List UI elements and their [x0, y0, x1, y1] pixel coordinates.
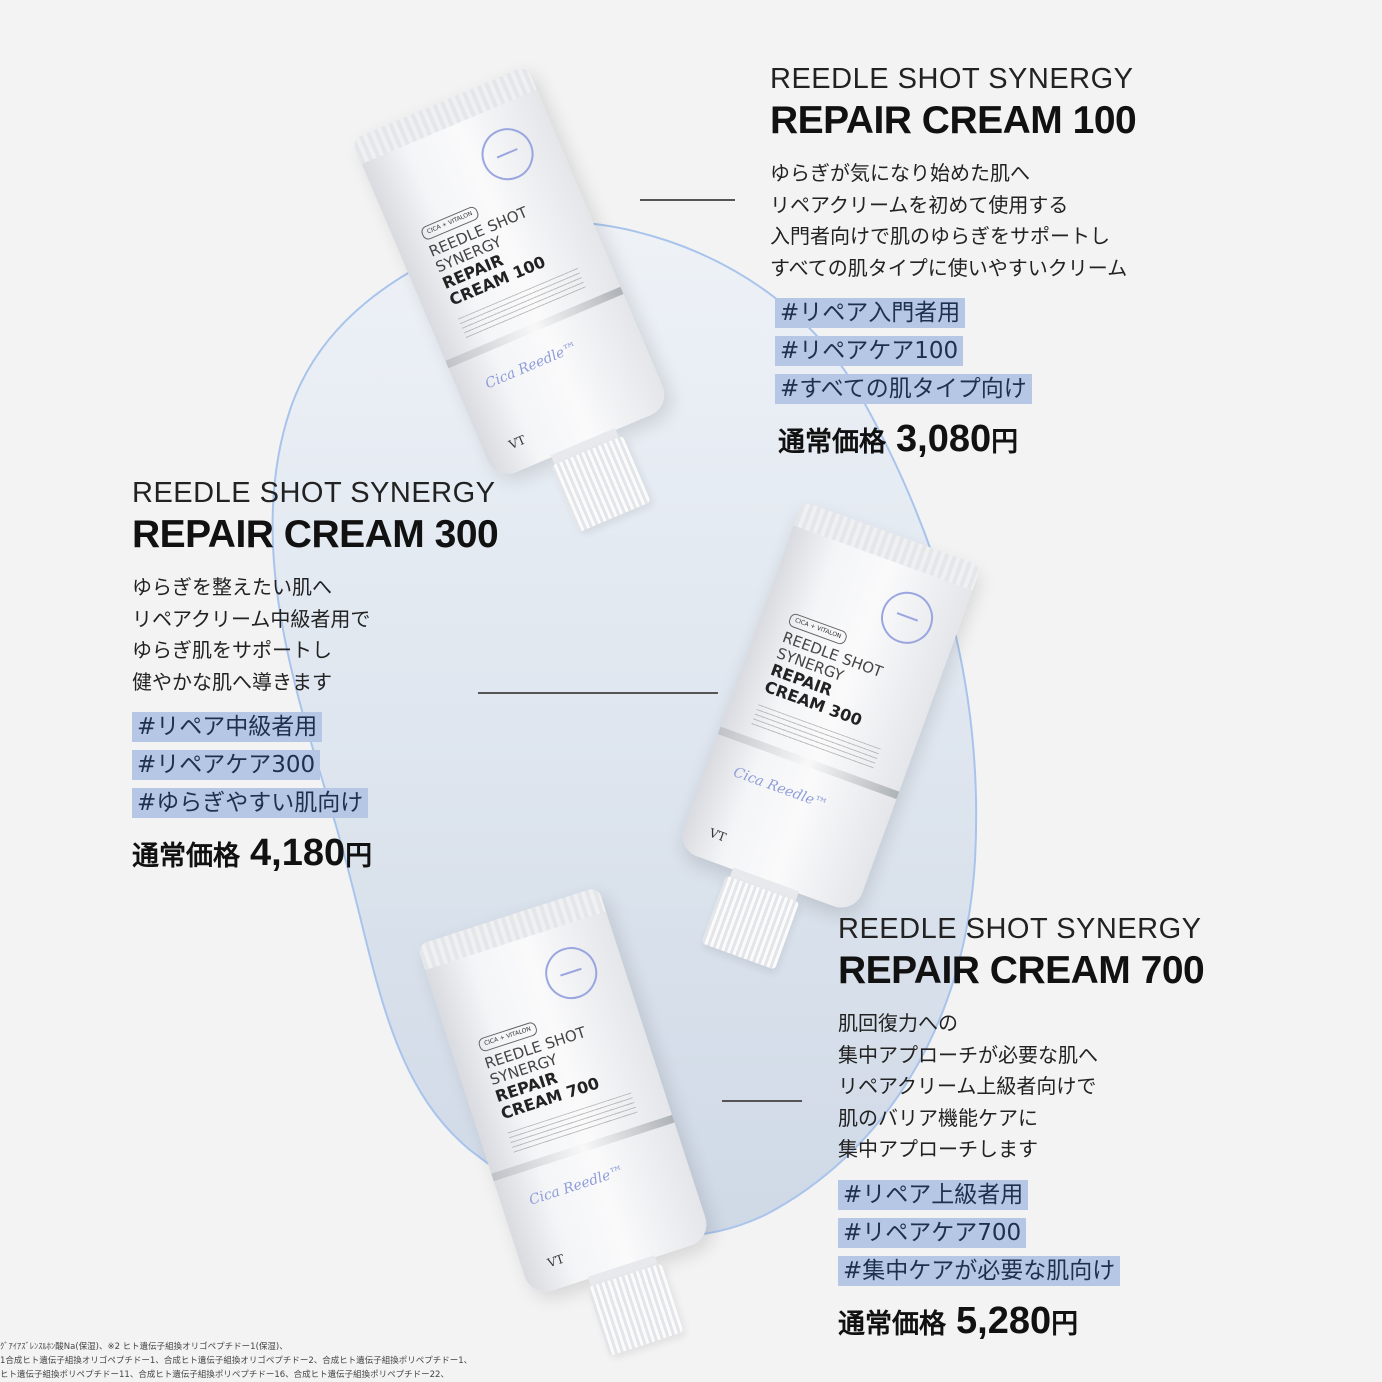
product-block-300: REEDLE SHOT SYNERGY REPAIR CREAM 300 ゆらぎ…	[132, 476, 499, 875]
hashtag: #すべての肌タイプ向け	[775, 374, 1032, 404]
hashtag: #リペア上級者用	[838, 1179, 1029, 1210]
hashtag: #ゆらぎやすい肌向け	[132, 788, 369, 818]
product-subtitle: REEDLE SHOT SYNERGY	[770, 63, 1134, 95]
ingredient-footnote: ｸﾞｱｲｱｽﾞﾚﾝｽﾙﾎﾝ酸Na(保湿)、※2 ヒト遺伝子組換オリゴペプチドー1…	[0, 1342, 473, 1380]
product-tags: #リペア入門者用 #リペアケア100 #すべての肌タイプ向け	[775, 298, 1136, 404]
product-tags: #リペア上級者用 #リペアケア700 #集中ケアが必要な肌向け	[838, 1179, 1204, 1286]
product-description: ゆらぎが気になり始めた肌へ リペアクリームを初めて使用する 入門者向けで肌のゆら…	[770, 161, 1128, 280]
product-name: REPAIR CREAM 300	[132, 513, 499, 556]
product-subtitle: REEDLE SHOT SYNERGY	[838, 913, 1202, 945]
product-name: REPAIR CREAM 100	[770, 99, 1137, 142]
hashtag: #リペア入門者用	[775, 298, 966, 328]
product-description: ゆらぎを整えたい肌へ リペアクリーム中級者用で ゆらぎ肌をサポートし 健やかな肌…	[132, 575, 371, 694]
leader-line-300	[478, 692, 718, 694]
product-description: 肌回復力への 集中アプローチが必要な肌へ リペアクリーム上級者向けで 肌のバリア…	[838, 1011, 1098, 1161]
hashtag: #リペアケア700	[838, 1217, 1027, 1248]
product-block-700: REEDLE SHOT SYNERGY REPAIR CREAM 700 肌回復…	[838, 912, 1205, 1343]
hashtag: #リペアケア300	[132, 750, 321, 780]
hashtag: #リペアケア100	[775, 336, 964, 366]
leader-line-100	[640, 199, 735, 201]
hashtag: #集中ケアが必要な肌向け	[838, 1255, 1121, 1286]
leader-line-700	[722, 1100, 802, 1102]
product-tags: #リペア中級者用 #リペアケア300 #ゆらぎやすい肌向け	[132, 712, 498, 818]
hashtag: #リペア中級者用	[132, 712, 323, 742]
product-block-100: REEDLE SHOT SYNERGY REPAIR CREAM 100 ゆらぎ…	[770, 62, 1137, 461]
product-name: REPAIR CREAM 700	[838, 949, 1205, 992]
product-subtitle: REEDLE SHOT SYNERGY	[132, 477, 496, 509]
